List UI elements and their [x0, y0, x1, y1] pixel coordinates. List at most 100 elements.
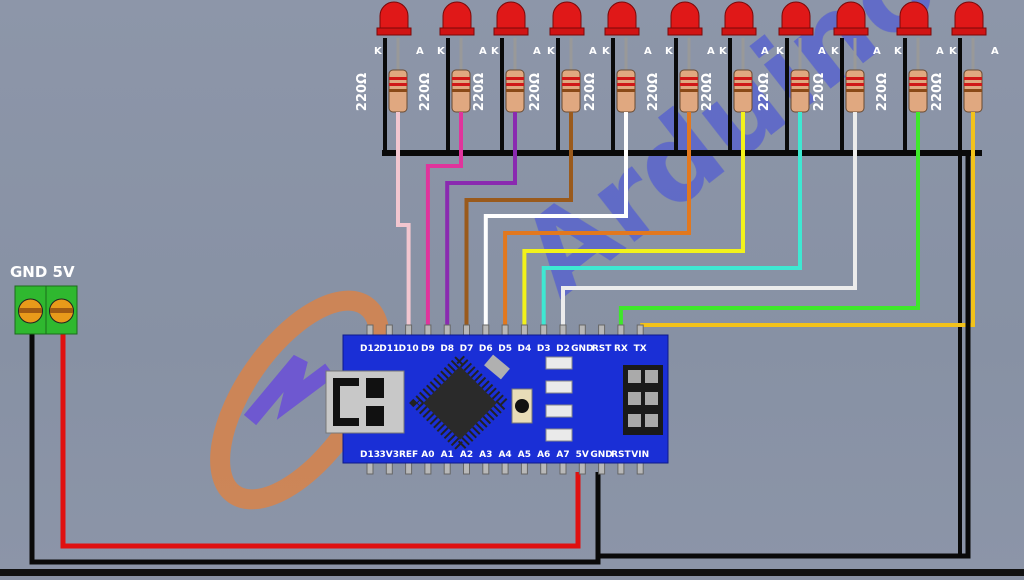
cathode-label: K	[374, 46, 383, 57]
led-rim	[549, 27, 585, 36]
anode-label: A	[589, 46, 597, 57]
led-bulb	[954, 1, 984, 29]
cathode-label: K	[831, 46, 840, 57]
header-pin	[501, 324, 509, 337]
signal-wire-d8	[445, 112, 517, 325]
resistor-band	[909, 77, 927, 80]
resistor-band	[562, 89, 580, 92]
led-bulb	[442, 1, 472, 29]
header-pin	[636, 324, 644, 337]
led-bulb	[724, 1, 754, 29]
pin-label: A3	[479, 450, 492, 460]
header-pin	[540, 324, 548, 337]
cathode-label: K	[894, 46, 903, 57]
header-pin	[463, 324, 470, 337]
bottom-header-pins	[366, 461, 644, 475]
top-header-pins	[366, 324, 644, 337]
resistor-band	[506, 77, 524, 80]
resistor-band	[680, 77, 698, 80]
header-pin	[366, 461, 374, 475]
header-pin	[559, 461, 567, 475]
pin-label: GND	[571, 344, 593, 354]
reset-button-cap	[515, 399, 529, 413]
signal-wires	[396, 112, 975, 327]
pin-label: D10	[399, 344, 419, 354]
led-rim	[493, 27, 529, 36]
header-pin	[482, 324, 490, 337]
pin-label: RST	[592, 344, 612, 354]
resistor-band	[846, 89, 864, 92]
resistor-band	[680, 83, 698, 86]
anode-label: A	[936, 46, 944, 57]
pin-label: GND	[590, 450, 612, 460]
header-pin	[385, 324, 393, 337]
header-pin	[405, 461, 413, 475]
pin-label: D11	[379, 344, 399, 354]
resistor-band	[964, 89, 982, 92]
cathode-label: K	[719, 46, 728, 57]
microcontroller-chip	[409, 352, 511, 454]
header-pin	[463, 461, 470, 475]
resistor-value: 220Ω	[930, 73, 945, 111]
pin-label: 3V3	[380, 450, 400, 460]
resistor-band	[909, 83, 927, 86]
cathode-label: K	[491, 46, 500, 57]
anode-label: A	[479, 46, 487, 57]
led-bulb	[552, 1, 582, 29]
cathode-label: K	[437, 46, 446, 57]
pin-label: D3	[537, 344, 551, 354]
screw-slot	[50, 308, 73, 313]
gnd-wire-terminal	[29, 330, 601, 565]
pin-label: 5V	[576, 450, 589, 460]
resistor-band	[452, 83, 470, 86]
pin-label: A7	[556, 450, 569, 460]
anode-label: A	[533, 46, 541, 57]
header-pin	[598, 324, 606, 337]
header-pin	[405, 324, 413, 337]
pin-label: D6	[479, 344, 493, 354]
resistor-band	[964, 83, 982, 86]
cathode-label: K	[547, 46, 556, 57]
resistor-band	[389, 83, 407, 86]
resistor-band	[562, 83, 580, 86]
power-wires	[29, 150, 971, 565]
resistor-band	[506, 83, 524, 86]
resistor-band	[452, 77, 470, 80]
anode-label: A	[873, 46, 881, 57]
header-pin	[520, 324, 528, 337]
pin-label: D12	[360, 344, 380, 354]
pin-label: D13	[360, 450, 380, 460]
cathode-label: K	[776, 46, 785, 57]
resistor-band	[617, 77, 635, 80]
header-pin	[424, 461, 432, 475]
pin-label: RST	[611, 450, 631, 460]
header-pin	[520, 461, 528, 475]
header-pin	[385, 461, 393, 475]
smd-components	[545, 356, 573, 442]
resistor-band	[617, 83, 635, 86]
resistor-value: 220Ω	[646, 73, 661, 111]
pin-label: VIN	[631, 450, 649, 460]
anode-label: A	[416, 46, 424, 57]
header-pin	[636, 461, 644, 475]
header-pin	[501, 461, 509, 475]
cathode-label: K	[665, 46, 674, 57]
screw-slot	[19, 308, 42, 313]
terminal-label: GND 5V	[10, 263, 75, 281]
pin-label: REF	[399, 450, 418, 460]
pin-label: D9	[421, 344, 435, 354]
resistor-value: 220Ω	[875, 73, 890, 111]
resistor-value: 220Ω	[418, 73, 433, 111]
resistor-band	[389, 89, 407, 92]
cathode-label: K	[602, 46, 611, 57]
resistor-band	[452, 89, 470, 92]
pin-label: A1	[441, 450, 454, 460]
resistor-value: 220Ω	[700, 73, 715, 111]
led-rim	[721, 27, 757, 36]
signal-wire-d6	[483, 112, 628, 325]
gnd-wire-rail	[598, 150, 971, 559]
resistor-band	[734, 89, 752, 92]
